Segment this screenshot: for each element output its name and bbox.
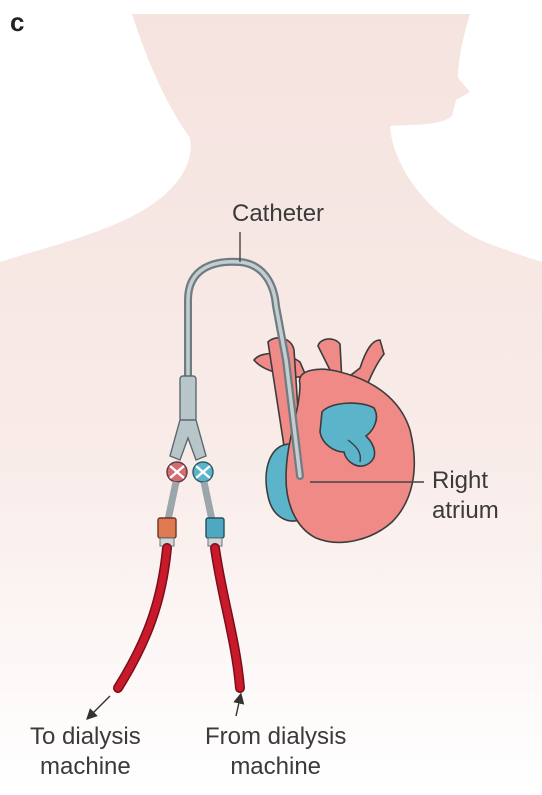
right-atrium-label-line2: atrium — [432, 496, 499, 526]
to-dialysis-label-line1: To dialysis — [30, 722, 141, 752]
catheter-label: Catheter — [232, 200, 324, 228]
right-atrium-label-line1: Right — [432, 466, 499, 496]
to-dialysis-label: To dialysis machine — [30, 722, 141, 782]
panel-label: c — [10, 8, 24, 36]
orange-connector-icon — [158, 518, 176, 538]
blue-connector-icon — [206, 518, 224, 538]
body-silhouette — [0, 14, 542, 790]
from-dialysis-label-line2: machine — [205, 752, 346, 782]
from-dialysis-label-line1: From dialysis — [205, 722, 346, 752]
to-dialysis-label-line2: machine — [30, 752, 141, 782]
catheter-hub — [180, 376, 196, 422]
right-atrium-label: Right atrium — [432, 466, 499, 526]
from-dialysis-label: From dialysis machine — [205, 722, 346, 782]
